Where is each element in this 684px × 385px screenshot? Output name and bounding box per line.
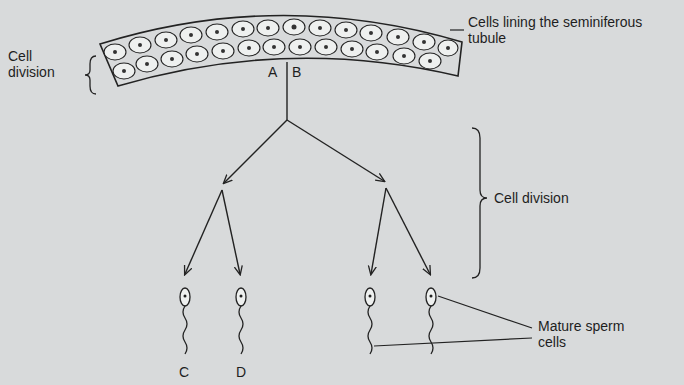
text-label: Mature sperm cells (538, 318, 648, 350)
tubule-wall (100, 15, 462, 86)
text-label: A (268, 64, 277, 80)
text-label: Cells lining the seminiferous tubule (468, 14, 673, 46)
text-label: Cell division (8, 48, 80, 80)
text-label: D (236, 364, 246, 380)
text-label: B (292, 64, 301, 80)
sperm-dots (184, 295, 433, 298)
lining-cells (104, 19, 458, 79)
right-brace (472, 128, 487, 278)
left-brace (85, 56, 96, 94)
tubule-leader-line (450, 29, 464, 30)
text-label: C (179, 364, 189, 380)
text-label: Cell division (494, 190, 569, 206)
sperm-leader-lines (374, 296, 532, 346)
division-tree (185, 62, 430, 274)
cell-nuclei (113, 25, 450, 74)
sperm-cells (180, 288, 436, 354)
